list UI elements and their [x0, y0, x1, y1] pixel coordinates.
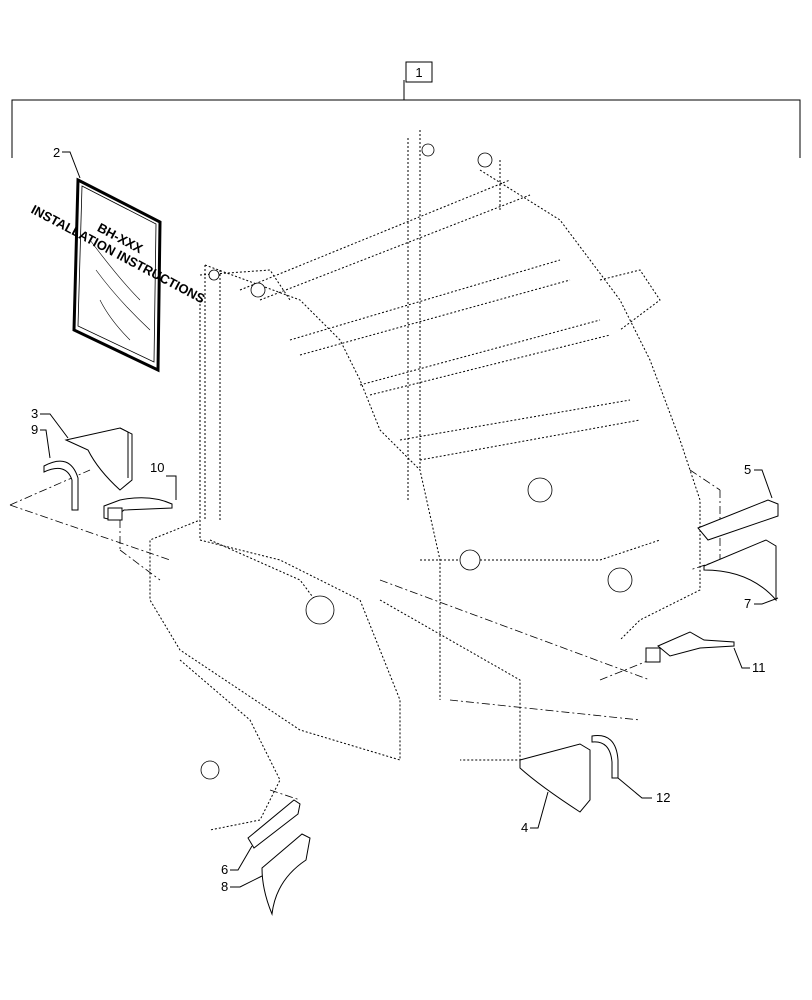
callout-4: 4: [521, 820, 528, 835]
callout-12: 12: [656, 790, 670, 805]
callout-2: 2: [53, 145, 60, 160]
instruction-booklet: BH-XXX INSTALLATION INSTRUCTIONS: [29, 177, 208, 373]
part-12-strip: [591, 735, 619, 779]
callout-6: 6: [221, 862, 228, 877]
part-6-strip: [247, 799, 301, 849]
callouts: 2 3 9 10 5 7 11 12 4 6 8: [31, 145, 779, 894]
callout-1: 1: [415, 65, 422, 80]
callout-3: 3: [31, 406, 38, 421]
baler-frame: [149, 130, 701, 831]
callout-7: 7: [744, 596, 751, 611]
part-8-shield: [261, 833, 311, 916]
part-7-shield: [703, 539, 777, 602]
callout-5: 5: [744, 462, 751, 477]
callout-10: 10: [150, 460, 164, 475]
assembly-bracket: 1: [11, 61, 801, 158]
callout-11: 11: [752, 660, 766, 675]
part-3-shield: [64, 427, 133, 491]
callout-9: 9: [31, 422, 38, 437]
part-5-strip: [697, 499, 779, 541]
part-11-bracket: [645, 631, 735, 663]
part-4-shield: [519, 743, 591, 813]
callout-8: 8: [221, 879, 228, 894]
part-10-bracket: [103, 497, 173, 521]
part-9-strip: [43, 460, 79, 511]
